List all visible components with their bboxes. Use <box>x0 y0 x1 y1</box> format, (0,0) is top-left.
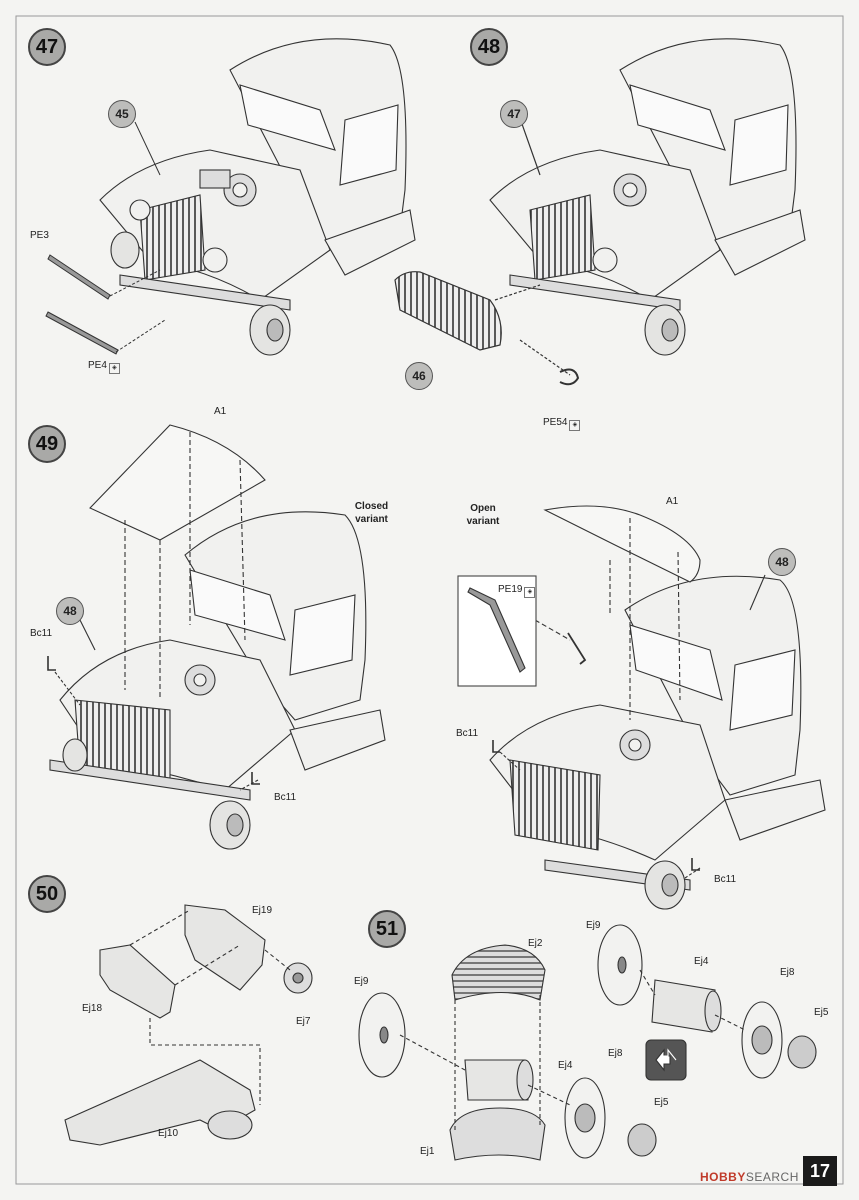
previous-step-callout: 45 <box>108 100 136 128</box>
step-48-truck <box>489 38 806 356</box>
part-label: Ej2 <box>528 938 543 949</box>
part-label: Ej8 <box>780 967 795 978</box>
page-number: 17 <box>803 1156 837 1186</box>
step-number-badge: 50 <box>28 875 66 913</box>
part-label: PE4◈ <box>88 360 120 374</box>
photo-etch-icon: ◈ <box>108 363 120 374</box>
watermark-suffix: SEARCH <box>745 1170 799 1184</box>
previous-step-callout: 48 <box>768 548 796 576</box>
part-label: Ej4 <box>558 1060 573 1071</box>
part-label: Ej18 <box>82 1003 103 1014</box>
part-label: PE54◈ <box>543 417 581 431</box>
step-49-closed-truck <box>49 511 386 850</box>
step-50-parts <box>64 904 313 1146</box>
part-label: Ej9 <box>586 920 601 931</box>
photo-etch-icon: ◈ <box>524 587 536 598</box>
part-label: Bc11 <box>30 628 53 639</box>
previous-step-callout: 47 <box>500 100 528 128</box>
hood-a1-closed <box>47 424 266 791</box>
part-label: PE19◈ <box>498 584 536 598</box>
previous-step-callout: 48 <box>56 597 84 625</box>
step-number-badge: 49 <box>28 425 66 463</box>
part-label: Ej5 <box>814 1007 829 1018</box>
part-label-text: PE19 <box>498 584 523 595</box>
part-label: Bc11 <box>274 792 297 803</box>
part-label: Ej1 <box>420 1146 435 1157</box>
part-label: PE3 <box>30 230 49 241</box>
part-label: Ej19 <box>252 905 273 916</box>
photo-etch-icon: ◈ <box>569 420 581 431</box>
watermark: HOBBYSEARCH <box>700 1170 799 1184</box>
part-label: Bc11 <box>456 728 479 739</box>
part-label-text: PE4 <box>88 360 107 371</box>
grille-46 <box>394 123 580 386</box>
step-51-parts <box>358 924 817 1161</box>
step-number-badge: 51 <box>368 910 406 948</box>
step-49-open-truck <box>489 575 826 910</box>
step-number-badge: 47 <box>28 28 66 66</box>
watermark-brand: HOBBY <box>700 1170 746 1184</box>
part-label: A1 <box>666 496 679 507</box>
part-label: Ej4 <box>694 956 709 967</box>
part-label: Bc11 <box>714 874 737 885</box>
part-label: Ej5 <box>654 1097 669 1108</box>
part-label: Ej10 <box>158 1128 179 1139</box>
hood-a1-open <box>457 505 766 879</box>
step-47-truck <box>99 38 416 356</box>
part-callout: 46 <box>405 362 433 390</box>
part-label: Ej7 <box>296 1016 311 1027</box>
part-label: A1 <box>214 406 227 417</box>
part-label: Ej8 <box>608 1048 623 1059</box>
step-number-badge: 48 <box>470 28 508 66</box>
part-label: Ej9 <box>354 976 369 987</box>
pe-strips-47 <box>45 121 166 355</box>
part-label-text: PE54 <box>543 417 568 428</box>
